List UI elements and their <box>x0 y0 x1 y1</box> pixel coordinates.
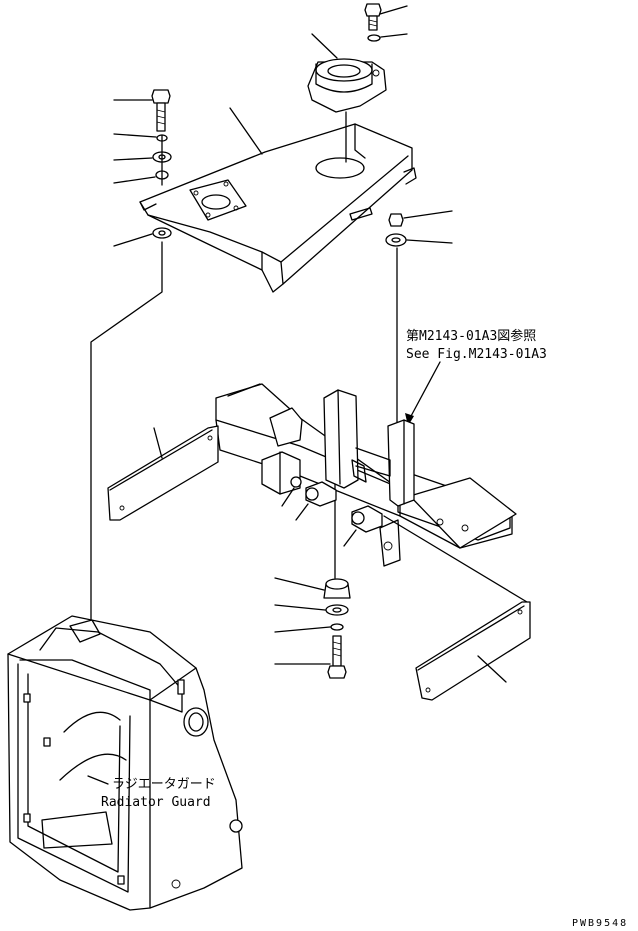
left-cover-plate <box>107 425 219 521</box>
radiator-guard <box>7 615 243 911</box>
lower-bolt <box>274 635 347 679</box>
radiator-guard-label-en: Radiator Guard <box>101 795 211 810</box>
frame-bushing <box>281 476 302 507</box>
radiator-guard-label-jp: ラジエータガード <box>112 777 216 792</box>
top-bracket-plate <box>139 107 417 293</box>
left-washer-3 <box>113 170 169 184</box>
cushion-mount <box>307 33 387 113</box>
lower-washer-1 <box>274 604 349 616</box>
right-cover-plate <box>415 601 531 701</box>
frame-pin-right <box>343 505 383 547</box>
top-bolt <box>364 3 408 31</box>
right-nut <box>388 210 453 227</box>
drawing-code: PWB9548 <box>572 918 628 929</box>
reference-note-jp: 第M2143-01A3図参照 <box>406 328 536 344</box>
reference-note-en: See Fig.M2143-01A3 <box>406 347 547 362</box>
reference-note: 第M2143-01A3図参照 See Fig.M2143-01A3 <box>405 328 547 426</box>
radiator-guard-label: ラジエータガード Radiator Guard <box>87 775 216 810</box>
left-bolt <box>113 89 171 132</box>
main-frame <box>215 383 517 567</box>
left-washer-1 <box>113 133 168 142</box>
right-washer <box>385 233 453 247</box>
frame-pin-left <box>295 481 337 521</box>
lower-washer-2 <box>274 623 344 633</box>
top-washer <box>367 33 408 42</box>
left-washer-4 <box>113 227 172 247</box>
lower-cushion <box>274 577 351 599</box>
